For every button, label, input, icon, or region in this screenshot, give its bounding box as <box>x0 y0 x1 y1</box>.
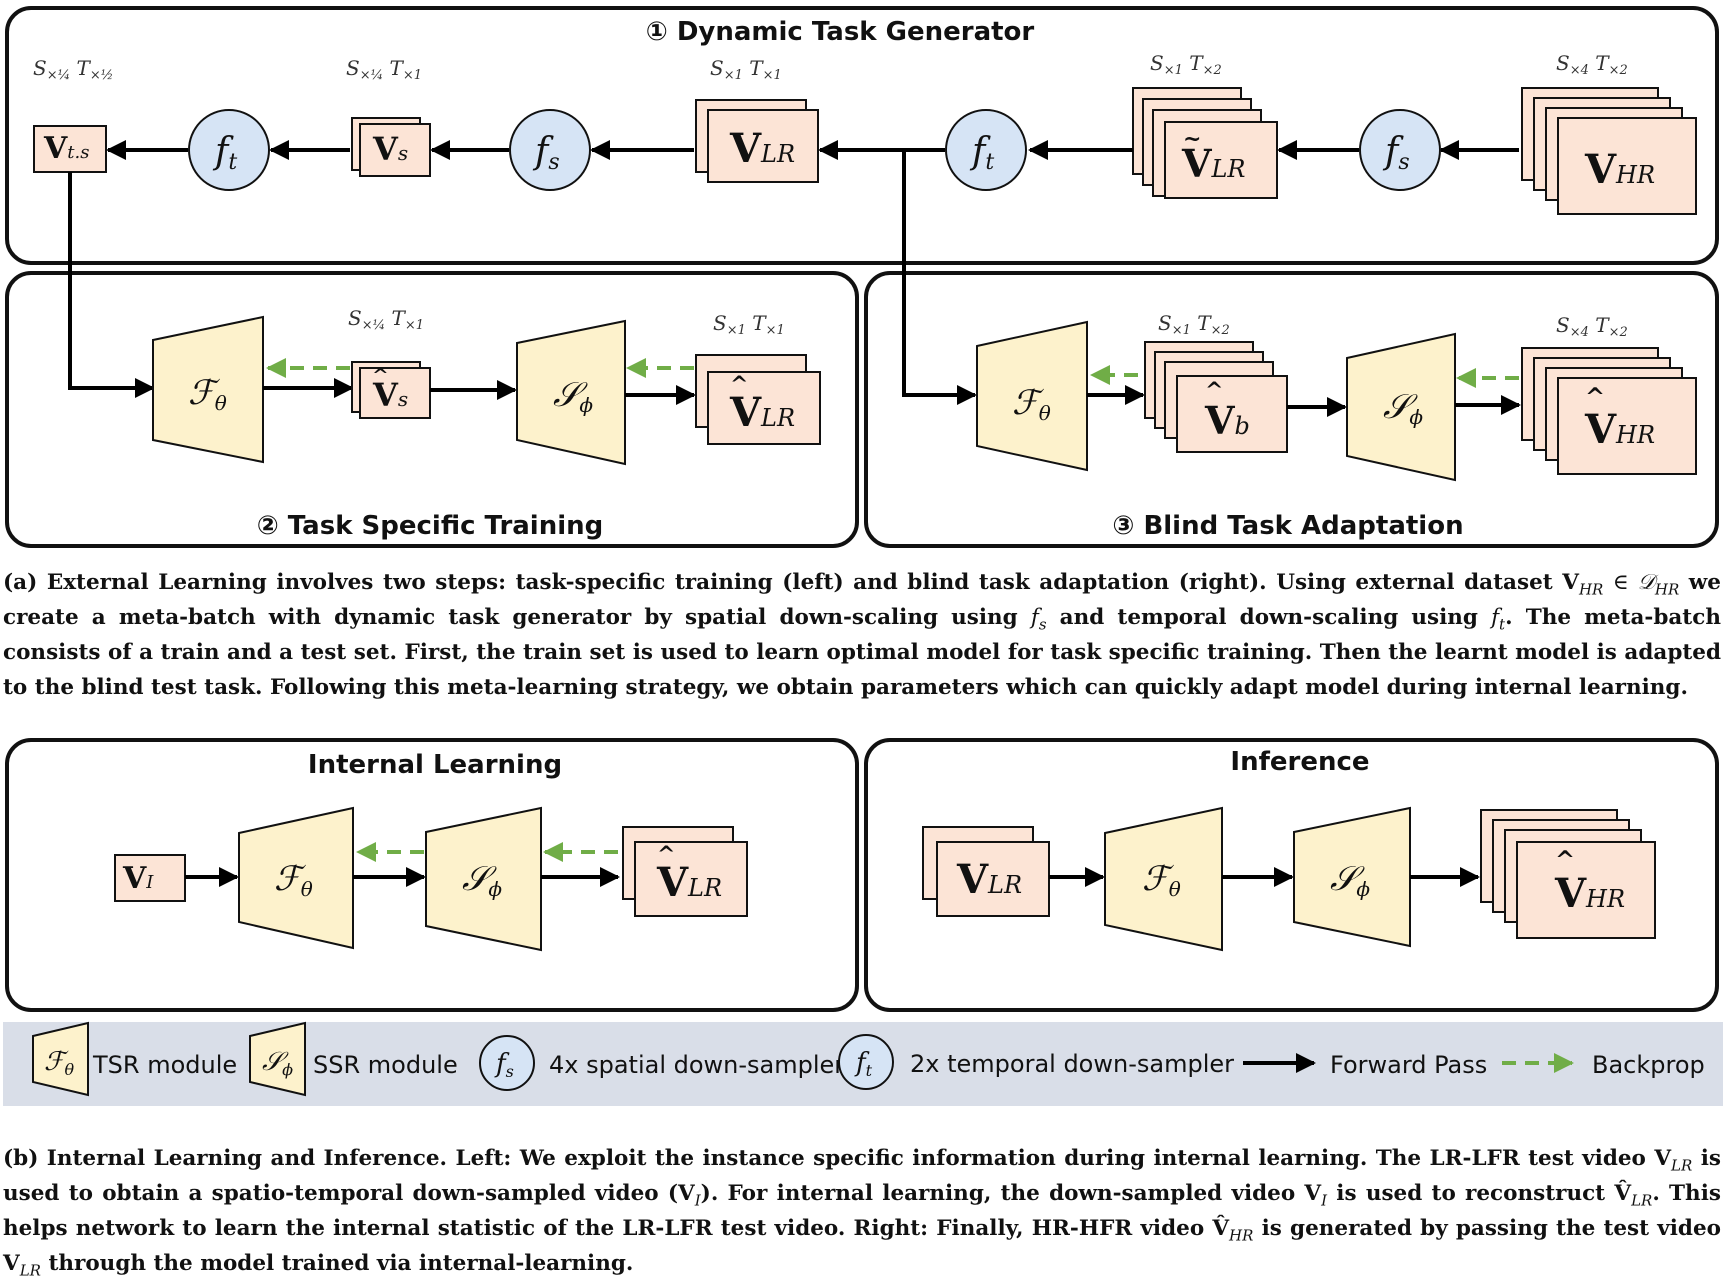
svg-text:^: ^ <box>1555 845 1575 874</box>
caption-b: (b) Internal Learning and Inference. Lef… <box>3 1146 1721 1280</box>
legend-ssr-icon: 𝒮ϕ <box>249 1021 306 1097</box>
spatial-downsampler-node: fs <box>1359 109 1441 191</box>
legend-spatial-label: 4x spatial down-sampler <box>549 1051 844 1079</box>
caption-b-part-7: through the model trained via internal-l… <box>48 1251 634 1276</box>
legend-forward-label: Forward Pass <box>1330 1051 1487 1079</box>
scale-tag: S×1 T×2 <box>1150 51 1222 78</box>
title-blind-task-adaptation: ③ Blind Task Adaptation <box>1112 511 1463 541</box>
scale-tag: S×1 T×2 <box>1158 311 1230 338</box>
tsr-module: ℱθ <box>976 320 1088 472</box>
legend-tsr-icon: ℱθ <box>32 1021 89 1097</box>
caption-b-part-6: is generated by passing the test video <box>1261 1216 1721 1241</box>
frame-stack-v-s-hat: Vs ^ <box>351 361 431 419</box>
caption-a: (a) External Learning involves two steps… <box>3 570 1721 700</box>
panel-internal-learning <box>5 738 859 1012</box>
panel-dynamic-task-generator <box>5 6 1719 265</box>
temporal-downsampler-node: ft <box>188 109 270 191</box>
caption-b-part-1: (b) Internal Learning and Inference. Lef… <box>3 1146 1646 1171</box>
legend-ssr-label: SSR module <box>313 1051 458 1079</box>
frame-stack-v-lr-generator: VLR <box>695 99 819 183</box>
scale-tag: S×¼ T×1 <box>346 56 422 83</box>
legend-temporal-label: 2x temporal down-sampler <box>910 1050 1234 1078</box>
svg-text:^: ^ <box>657 842 675 868</box>
legend-temporal-icon: ft <box>838 1034 894 1090</box>
caption-a-part-1: (a) External Learning involves two steps… <box>3 570 1553 595</box>
panel-inference <box>864 738 1719 1012</box>
pipeline-diagram: ① Dynamic Task Generator ② Task Specific… <box>3 6 1723 1106</box>
panel-task-specific-training <box>5 271 859 548</box>
panel-blind-task-adaptation <box>864 271 1719 548</box>
frame-stack-v-hr-hat: VHR ^ <box>1521 347 1697 475</box>
ssr-module: 𝒮ϕ <box>1346 332 1456 482</box>
title-dynamic-task-generator: ① Dynamic Task Generator <box>646 17 1035 47</box>
scale-tag: S×¼ T×1 <box>348 306 424 333</box>
ssr-module: 𝒮ϕ <box>516 319 626 466</box>
legend-tsr-label: TSR module <box>92 1051 237 1079</box>
frame-stack-v-lr-hat: VLR ^ <box>695 354 821 445</box>
title-inference: Inference <box>1230 747 1369 777</box>
tsr-module: ℱθ <box>152 315 264 464</box>
spatial-downsampler-node: fs <box>509 109 591 191</box>
caption-b-part-5: . This helps network to learn the intern… <box>3 1181 1721 1241</box>
tsr-module: ℱθ <box>238 806 354 950</box>
svg-text:ft: ft <box>212 131 237 175</box>
caption-a-part-3: and temporal down-scaling using <box>1059 605 1478 630</box>
frame-v-i: VI <box>114 854 186 902</box>
frame-stack-v-lr-hat-internal: VLR ^ <box>622 826 748 917</box>
frame-stack-v-hr-generator: VHR <box>1521 87 1697 215</box>
svg-text:^: ^ <box>1585 382 1605 411</box>
svg-text:^: ^ <box>730 372 748 398</box>
scale-tag: S×4 T×2 <box>1556 313 1628 340</box>
scale-tag: S×¼ T×½ <box>33 56 113 83</box>
frame-stack-v-s: Vs <box>351 117 431 177</box>
legend-spatial-icon: fs <box>479 1035 535 1091</box>
caption-a-part-4: . The meta-batch consists of a train and… <box>3 605 1721 700</box>
caption-a-part-2: we create a meta-batch with dynamic task… <box>3 570 1721 630</box>
caption-b-part-3: ). For internal learning, the down-sampl… <box>700 1181 1296 1206</box>
scale-tag: S×1 T×1 <box>710 56 782 83</box>
frame-stack-v-hr-hat-inference: VHR ^ <box>1480 809 1656 939</box>
svg-text:^: ^ <box>372 363 389 387</box>
svg-text:ℱθ: ℱθ <box>188 373 227 415</box>
caption-b-part-2: is used to obtain a spatio-temporal down… <box>3 1146 1721 1206</box>
frame-stack-v-lr-inference: VLR <box>922 826 1050 917</box>
scale-tag: S×4 T×2 <box>1556 51 1628 78</box>
svg-text:~: ~ <box>1183 126 1201 152</box>
ssr-module: 𝒮ϕ <box>425 806 542 952</box>
frame-stack-v-b-hat: Vb ^ <box>1144 341 1288 453</box>
svg-text:^: ^ <box>1205 378 1223 404</box>
caption-b-part-4: is used to reconstruct <box>1336 1181 1606 1206</box>
ssr-module: 𝒮ϕ <box>1293 806 1411 948</box>
scale-tag: S×1 T×1 <box>713 311 785 338</box>
legend-backprop-label: Backprop <box>1592 1051 1705 1079</box>
title-internal-learning: Internal Learning <box>308 750 562 780</box>
tsr-module: ℱθ <box>1104 806 1223 952</box>
temporal-downsampler-node: ft <box>945 109 1027 191</box>
frame-v-ts: Vt.s <box>33 125 107 173</box>
frame-stack-v-lr-tilde: VLR ~ <box>1132 87 1278 199</box>
title-task-specific-training: ② Task Specific Training <box>257 511 604 541</box>
